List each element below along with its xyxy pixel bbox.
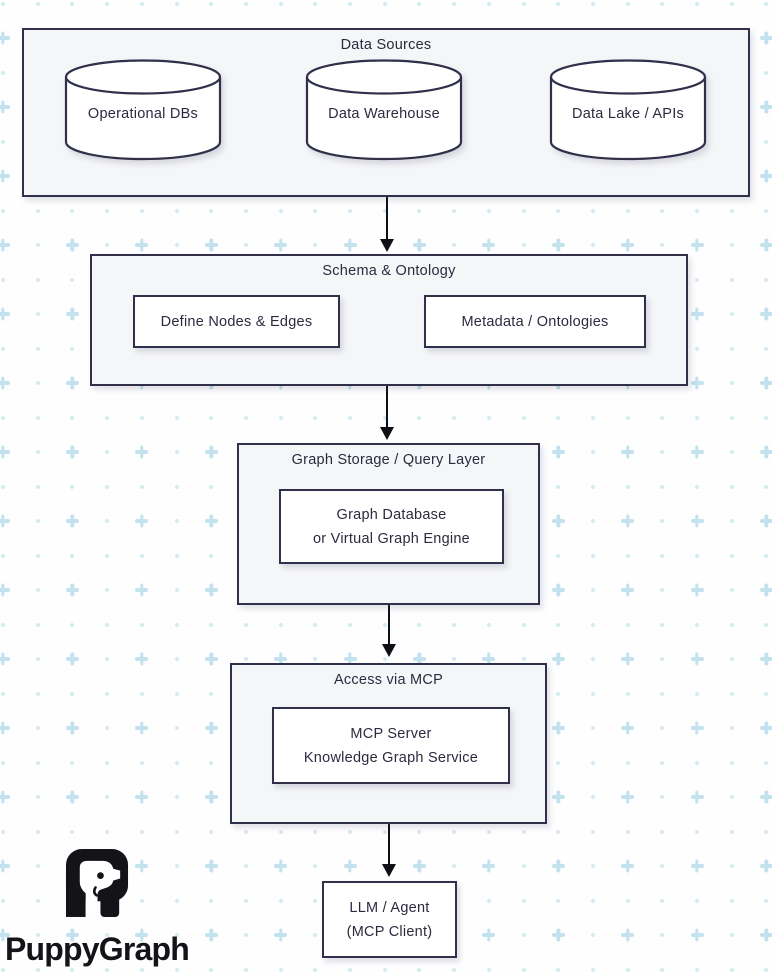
node-llm-agent: LLM / Agent (MCP Client)	[322, 881, 457, 958]
node-graph-database: Graph Database or Virtual Graph Engine	[279, 489, 504, 564]
schema-ontology-title: Schema & Ontology	[322, 263, 456, 279]
node-metadata-ontologies: Metadata / Ontologies	[424, 295, 646, 348]
graph-storage-group: Graph Storage / Query Layer Graph Databa…	[237, 443, 540, 605]
node-label-line2: Knowledge Graph Service	[303, 749, 479, 766]
schema-ontology-group: Schema & Ontology Define Nodes & Edges M…	[90, 254, 688, 386]
node-mcp-server: MCP Server Knowledge Graph Service	[272, 707, 510, 784]
cylinder-data-warehouse: Data Warehouse	[305, 58, 463, 161]
cylinder-label: Data Warehouse	[328, 106, 440, 122]
cylinder-data-lake-apis: Data Lake / APIs	[549, 58, 707, 161]
node-label-line2: (MCP Client)	[346, 923, 433, 940]
cylinder-label: Operational DBs	[87, 106, 199, 122]
flow-arrow-down	[386, 386, 388, 427]
node-label: Define Nodes & Edges	[160, 313, 313, 330]
node-label: Metadata / Ontologies	[461, 313, 609, 330]
database-cylinder-icon	[64, 59, 222, 161]
graph-storage-title: Graph Storage / Query Layer	[291, 452, 486, 468]
flow-arrow-down	[388, 824, 390, 864]
cylinder-label: Data Lake / APIs	[571, 106, 684, 122]
database-cylinder-icon	[549, 59, 707, 161]
node-label-line1: LLM / Agent	[349, 899, 430, 916]
puppygraph-logo-icon	[65, 848, 130, 922]
node-label-line1: Graph Database	[336, 506, 447, 523]
access-mcp-group: Access via MCP MCP Server Knowledge Grap…	[230, 663, 547, 824]
node-label-line2: or Virtual Graph Engine	[312, 530, 471, 547]
node-label-line1: MCP Server	[350, 725, 432, 742]
flow-arrow-down	[386, 197, 388, 239]
data-sources-title: Data Sources	[340, 37, 432, 53]
node-define-nodes-edges: Define Nodes & Edges	[133, 295, 340, 348]
database-cylinder-icon	[305, 59, 463, 161]
access-mcp-title: Access via MCP	[333, 672, 444, 688]
cylinder-operational-dbs: Operational DBs	[64, 58, 222, 161]
puppygraph-wordmark: PuppyGraph	[5, 931, 190, 967]
flow-arrow-down	[388, 605, 390, 644]
